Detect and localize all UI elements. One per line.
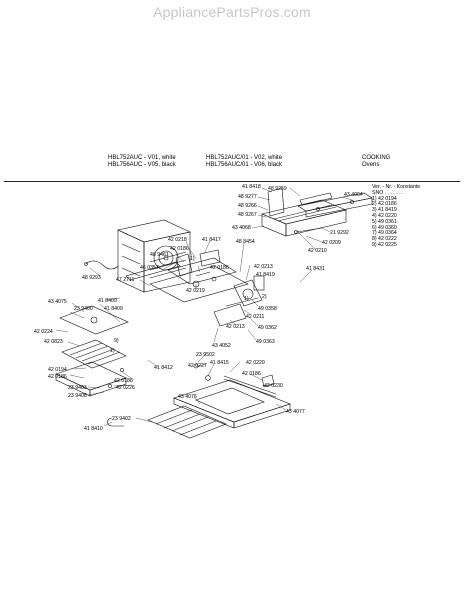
bottom-tray bbox=[173, 379, 291, 429]
callout-label: 42 0213 bbox=[254, 264, 273, 270]
watermark: AppliancePartsPros.com bbox=[153, 4, 311, 20]
callout-label: 41 8409 bbox=[104, 306, 123, 312]
svg-text:9): 9) bbox=[114, 338, 119, 344]
callout-label: 21 9292 bbox=[330, 230, 349, 236]
callout-label: 48 9293 bbox=[82, 275, 101, 281]
callout-label: 43 4075 bbox=[48, 299, 67, 305]
top-bracket-bar bbox=[297, 192, 373, 218]
callout-label: 42 0209 bbox=[322, 240, 341, 246]
callout-label: 42 0229 bbox=[246, 360, 265, 366]
callout-label: 48 9259 bbox=[268, 186, 287, 192]
callout-label: 48 9461 bbox=[150, 252, 169, 258]
callout-label: 42 0186 bbox=[242, 371, 261, 377]
callout-label: 49 0363 bbox=[256, 339, 275, 345]
svg-text:1): 1) bbox=[190, 256, 195, 262]
leader-lines bbox=[55, 187, 353, 427]
svg-text:1): 1) bbox=[110, 348, 115, 354]
callout-label: 43 4076 bbox=[178, 394, 197, 400]
callout-label: 41 8419 bbox=[256, 272, 275, 278]
callout-label: 47 2711 bbox=[116, 277, 134, 283]
callout-label: 23 9403 bbox=[68, 385, 87, 391]
legend-item: 1) 42 0194 bbox=[372, 195, 397, 202]
legend-item: 2) 42 0186 bbox=[372, 201, 397, 208]
oven-rack bbox=[61, 339, 127, 369]
callout-label: 43 4064 bbox=[344, 192, 363, 198]
model-line-1-left: HBL752AUC - V01, white bbox=[108, 155, 176, 161]
callout-label: 41 8417 bbox=[202, 237, 221, 243]
legend-item: 9) 42 0225 bbox=[372, 241, 397, 248]
svg-text:2): 2) bbox=[262, 294, 267, 300]
callout-label: 48 8454 bbox=[236, 239, 255, 245]
callout-label: 49 0362 bbox=[258, 325, 277, 331]
callout-label: 42 0186 bbox=[48, 374, 67, 380]
callout-label: 48 9277 bbox=[238, 194, 257, 200]
callout-label: 48 9267 bbox=[238, 212, 257, 218]
diagram-markers: 1) 1) 2) 1) 9) bbox=[110, 256, 267, 354]
side-rails bbox=[223, 374, 277, 398]
callout-label: 41 8410 bbox=[84, 426, 103, 432]
callout-label: 41 8409 bbox=[98, 298, 117, 304]
model-info-left: HBL752AUC - V01, white HBL756AUC - V05, … bbox=[108, 155, 176, 169]
model-line-1-mid: HBL752AUC/01 - V02, white bbox=[206, 155, 283, 161]
small-fittings bbox=[108, 363, 211, 388]
callout-label: 42 0226 bbox=[116, 385, 135, 391]
callout-label: 42 0213 bbox=[226, 324, 245, 330]
callout-label: 42 0186 bbox=[170, 246, 189, 252]
callout-label: 42 0186 bbox=[210, 265, 229, 271]
callout-label: 42 0186 bbox=[114, 378, 133, 384]
model-line-2-left: HBL756AUC - V05, black bbox=[108, 162, 176, 168]
category-info: COOKING Ovens bbox=[362, 155, 390, 169]
lower-rack bbox=[147, 405, 227, 439]
callout-label: 48 9266 bbox=[238, 203, 257, 209]
callout-label: 41 8431 bbox=[306, 266, 325, 272]
legend-header-2: SNO . . . . . . . bbox=[372, 189, 404, 196]
callout-labels: 41 8418 48 9259 48 9277 43 4064 48 9266 … bbox=[34, 184, 363, 432]
callout-label: 43 4068 bbox=[232, 225, 251, 231]
callout-label: 42 0230 bbox=[264, 383, 283, 389]
callout-label: 43 4052 bbox=[212, 343, 231, 349]
callout-label: 46 0357 bbox=[140, 265, 159, 271]
callout-label: 49 0358 bbox=[258, 306, 277, 312]
callout-label: 23 9408 bbox=[68, 393, 87, 399]
legend-item: 4) 42 0220 bbox=[372, 212, 397, 219]
heating-element bbox=[125, 261, 181, 281]
vent-duct-assembly bbox=[261, 187, 347, 237]
model-line-2-mid: HBL756AUC/01 - V06, black bbox=[206, 162, 283, 168]
legend-item: 6) 49 0360 bbox=[372, 224, 397, 231]
callout-label: 42 0227 bbox=[188, 363, 207, 369]
model-info-mid: HBL752AUC/01 - V02, white HBL756AUC/01 -… bbox=[206, 155, 282, 169]
legend: Ver. - Nr. - Konstante SNO . . . . . . .… bbox=[372, 184, 421, 249]
legend-item: 7) 49 0364 bbox=[372, 230, 397, 237]
bolt-part bbox=[294, 227, 323, 234]
legend-item: 5) 49 0361 bbox=[372, 218, 397, 225]
svg-text:1): 1) bbox=[244, 296, 249, 302]
wire-probe bbox=[84, 260, 119, 270]
callout-label: 42 0224 bbox=[34, 329, 53, 335]
callout-label: 42 0218 bbox=[168, 237, 187, 243]
legend-item: 8) 42 0222 bbox=[372, 236, 397, 243]
callout-label: 42 0211 bbox=[246, 314, 264, 320]
legend-item: 3) 41 8419 bbox=[372, 207, 397, 214]
callout-label: 23 9400 bbox=[74, 306, 93, 312]
callout-label: 42 0823 bbox=[44, 339, 63, 345]
callout-label: 42 0219 bbox=[186, 288, 205, 294]
fan-motor-components bbox=[213, 275, 265, 327]
header-divider bbox=[4, 181, 460, 182]
callout-label: 23 9402 bbox=[112, 416, 131, 422]
callout-label: 42 0210 bbox=[308, 248, 327, 254]
category-label: COOKING bbox=[362, 155, 391, 161]
callout-label: 41 8412 bbox=[154, 365, 173, 371]
callout-label: 41 8418 bbox=[242, 184, 261, 190]
hook-part bbox=[107, 417, 124, 427]
back-panel bbox=[149, 265, 249, 303]
callout-label: 42 0194 bbox=[48, 367, 67, 373]
subcategory-label: Ovens bbox=[362, 162, 380, 168]
broiler-pan bbox=[55, 361, 127, 397]
legend-header: Ver. - Nr. - Konstante bbox=[372, 184, 421, 190]
callout-label: 41 8415 bbox=[210, 360, 229, 366]
callout-label: 23 9502 bbox=[196, 352, 215, 358]
callout-label: 43 4077 bbox=[286, 409, 305, 415]
